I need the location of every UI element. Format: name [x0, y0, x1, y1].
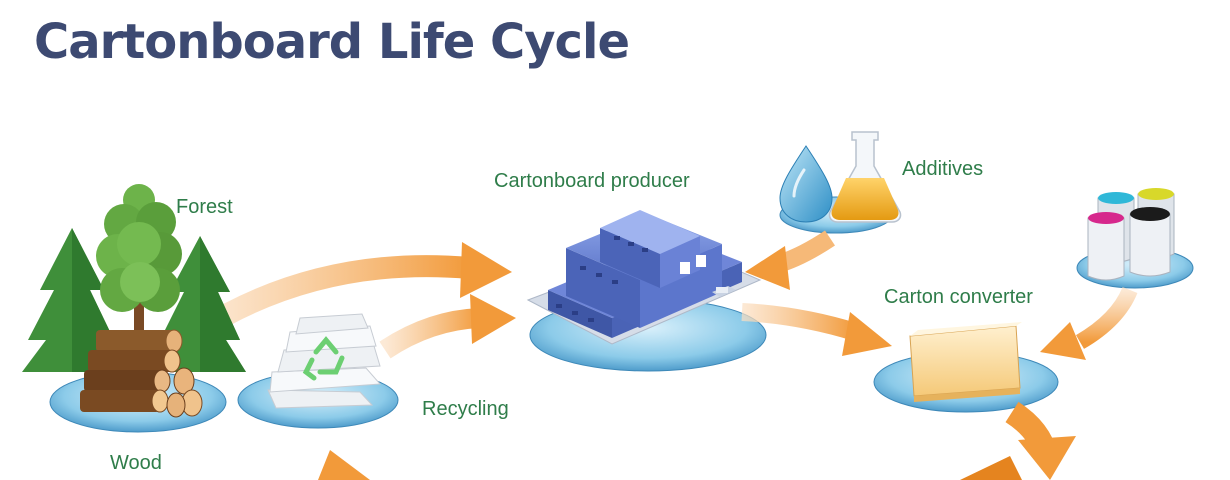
arrow-forest-to-producer — [194, 242, 512, 340]
producer-label: Cartonboard producer — [494, 170, 690, 192]
arrow-ink-to-converter — [1040, 286, 1138, 360]
arrow-converter-down — [1005, 401, 1076, 480]
arrow-additives-to-producer — [745, 230, 835, 290]
forest-label: Forest — [176, 196, 233, 218]
wood-label: Wood — [110, 452, 162, 474]
converter-label: Carton converter — [884, 286, 1033, 308]
recycle-icon — [267, 313, 382, 409]
arrow-bottom-left-partial — [318, 450, 370, 480]
arrow-bottom-right-partial — [960, 456, 1022, 480]
arrow-recycling-to-producer — [379, 294, 516, 359]
log-pile-icon — [80, 329, 203, 418]
arrow-producer-to-converter — [741, 303, 892, 356]
carton-stack-icon — [909, 322, 1022, 402]
page-title: Cartonboard Life Cycle — [34, 14, 630, 70]
ink-cans-icon — [1087, 188, 1175, 281]
recycling-label: Recycling — [422, 398, 509, 420]
factory-icon — [526, 210, 762, 345]
water-drop-icon — [779, 145, 833, 223]
flask-icon — [828, 131, 902, 223]
additives-label: Additives — [902, 158, 984, 180]
